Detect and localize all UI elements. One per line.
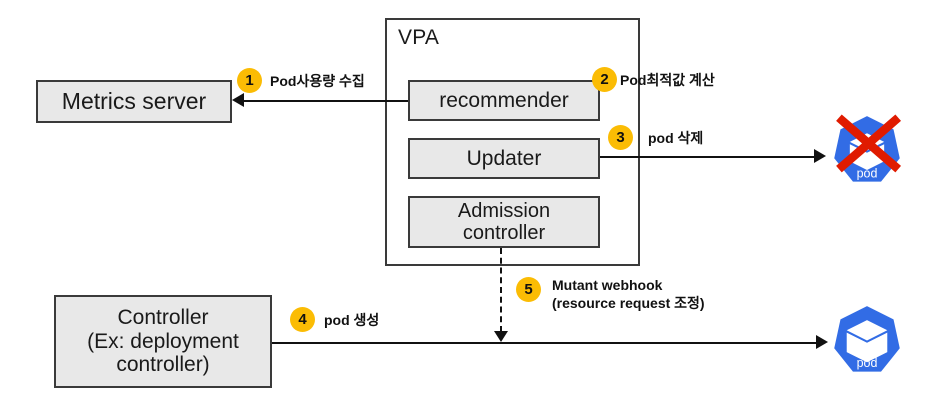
step-5-dashed-connector: [500, 248, 502, 332]
vpa-title-label: VPA: [398, 26, 440, 49]
step-3-connector-line: [600, 156, 816, 158]
metrics-server-box: Metrics server: [36, 80, 232, 123]
pod-box-glyph: [846, 320, 888, 363]
step-1-badge: 1: [237, 68, 262, 93]
step-5-arrowhead: [494, 331, 508, 342]
pod-created-icon: pod: [828, 303, 906, 381]
vpa-container-box: [385, 18, 640, 266]
step-4-label: pod 생성: [324, 312, 380, 328]
step-1-arrowhead: [232, 93, 244, 107]
admission-controller-box: Admission controller: [408, 196, 600, 248]
step-5-badge: 5: [516, 277, 541, 302]
pod-icon-label-deleted: pod: [857, 167, 878, 181]
step-1-connector-line: [244, 100, 408, 102]
red-x-mark-icon: [836, 114, 902, 173]
step-3-label: pod 삭제: [648, 130, 704, 146]
step-4-connector-line: [272, 342, 818, 344]
recommender-box: recommender: [408, 80, 600, 121]
step-2-badge: 2: [592, 67, 617, 92]
step-5-label: Mutant webhook (resource request 조정): [552, 277, 705, 311]
step-1-label: Pod사용량 수집: [270, 73, 365, 89]
controller-box: Controller (Ex: deployment controller): [54, 295, 272, 388]
step-4-arrowhead: [816, 335, 828, 349]
step-3-arrowhead: [814, 149, 826, 163]
pod-deleted-icon: pod: [828, 113, 906, 191]
pod-icon-label-created: pod: [857, 356, 878, 370]
step-3-badge: 3: [608, 125, 633, 150]
updater-box: Updater: [408, 138, 600, 179]
step-2-label: Pod최적값 계산: [620, 72, 715, 88]
step-4-badge: 4: [290, 307, 315, 332]
